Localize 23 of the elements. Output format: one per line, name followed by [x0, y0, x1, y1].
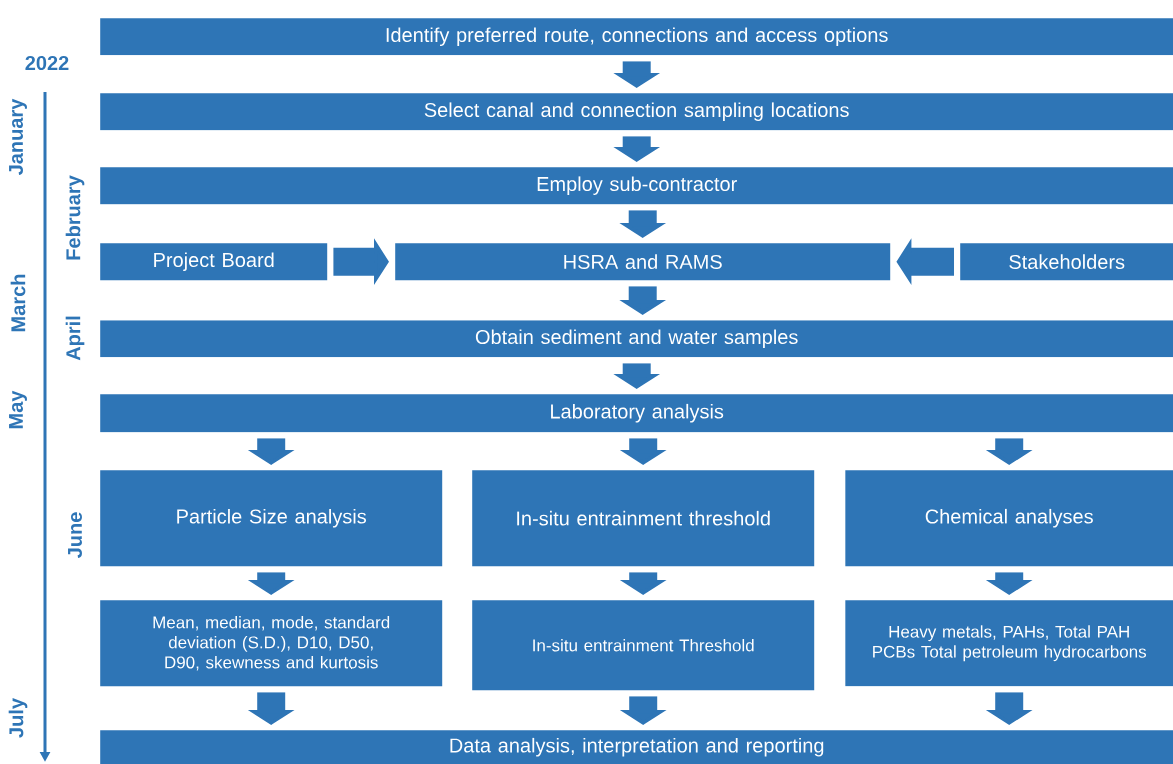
process-box: Stakeholders	[960, 243, 1173, 281]
month-label: July	[8, 698, 28, 738]
process-box: Employ sub-contractor	[100, 167, 1173, 205]
process-box: In-situ entrainment Threshold	[472, 600, 815, 691]
process-box: Project Board	[100, 243, 328, 281]
year-label: 2022	[25, 55, 69, 71]
process-box: Particle Size analysis	[100, 470, 443, 567]
process-box: Data analysis, interpretation and reporting	[100, 730, 1173, 764]
month-label: January	[9, 98, 27, 176]
process-box: Laboratory analysis	[100, 394, 1173, 433]
process-box: Mean, median, mode, standard deviation (S.D.), D10, D50, D90, skewness and kurtosis	[100, 600, 443, 687]
process-box: Heavy metals, PAHs, Total PAH PCBs Total petroleum hydrocarbons	[845, 600, 1173, 687]
process-box: Obtain sediment and water samples	[100, 320, 1173, 358]
process-box: In-situ entrainment threshold	[472, 470, 815, 567]
month-label: March	[10, 274, 26, 332]
process-box: Identify preferred route, connections and access options	[100, 18, 1173, 56]
process-box: Chemical analyses	[845, 470, 1173, 567]
month-label: June	[68, 512, 82, 559]
month-label: May	[9, 390, 27, 429]
process-box: Select canal and connection sampling locations	[100, 93, 1173, 131]
month-label: February	[65, 175, 85, 260]
month-label: April	[65, 316, 85, 361]
process-box: HSRA and RAMS	[395, 243, 891, 281]
